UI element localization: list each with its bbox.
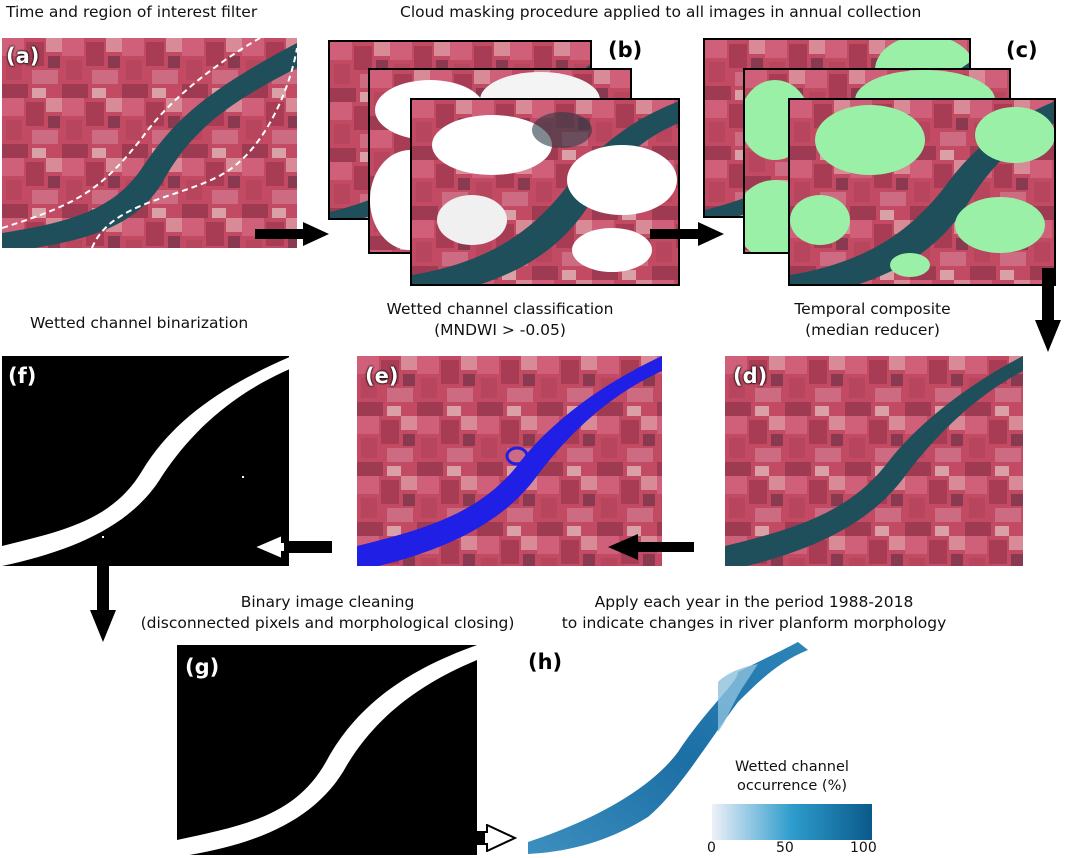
arrow-right-icon bbox=[650, 222, 724, 246]
panel-label-g: (g) bbox=[185, 655, 220, 679]
panel-label-f: (f) bbox=[8, 364, 37, 388]
arrow-right-icon bbox=[255, 222, 329, 246]
panel-f-image: (f) bbox=[2, 356, 289, 566]
caption-h-line2: to indicate changes in river planform mo… bbox=[561, 614, 947, 632]
caption-f: Wetted channel binarization bbox=[30, 314, 249, 332]
caption-a: Time and region of interest filter bbox=[6, 3, 258, 21]
caption-h: Apply each year in the period 1988-2018 … bbox=[553, 592, 955, 634]
caption-e-line1: Wetted channel classification bbox=[386, 300, 614, 318]
caption-d-line1: Temporal composite bbox=[794, 300, 951, 318]
legend-tick-100: 100 bbox=[850, 840, 877, 856]
caption-d-line2: (median reducer) bbox=[805, 321, 940, 339]
panel-d-image: (d) bbox=[725, 356, 1023, 566]
panel-e-image: (e) bbox=[357, 356, 662, 566]
legend-title-line2: occurrence (%) bbox=[736, 778, 848, 794]
caption-b: Cloud masking procedure applied to all i… bbox=[400, 3, 922, 21]
caption-d: Temporal composite (median reducer) bbox=[790, 299, 955, 341]
legend-tick-50: 50 bbox=[776, 840, 794, 856]
panel-label-d: (d) bbox=[733, 364, 768, 388]
arrow-left-outline-icon bbox=[252, 534, 332, 560]
caption-g-line1: Binary image cleaning bbox=[240, 593, 415, 611]
caption-e-line2: (MNDWI > -0.05) bbox=[434, 321, 566, 339]
legend-tick-0: 0 bbox=[707, 840, 716, 856]
arrow-down-icon bbox=[90, 558, 116, 642]
arrow-right-outline-icon bbox=[436, 824, 517, 852]
arrow-left-icon bbox=[608, 534, 694, 560]
arrow-down-icon bbox=[1035, 268, 1061, 352]
panel-label-a: (a) bbox=[6, 44, 40, 68]
caption-g-line2: (disconnected pixels and morphological c… bbox=[140, 614, 515, 632]
panel-h-image: (h) bbox=[528, 642, 818, 854]
caption-e: Wetted channel classification (MNDWI > -… bbox=[380, 299, 620, 341]
panel-g-image: (g) bbox=[177, 645, 477, 855]
panel-label-e: (e) bbox=[365, 364, 399, 388]
caption-g: Binary image cleaning (disconnected pixe… bbox=[135, 592, 520, 634]
panel-label-h: (h) bbox=[528, 650, 563, 674]
panel-c-front-image bbox=[788, 98, 1056, 286]
legend-title: Wetted channel occurrence (%) bbox=[722, 758, 862, 796]
legend-colorbar bbox=[712, 804, 872, 840]
panel-label-b: (b) bbox=[608, 38, 643, 62]
panel-a-image: (a) bbox=[2, 38, 297, 248]
panel-label-c: (c) bbox=[1006, 38, 1038, 62]
legend-title-line1: Wetted channel bbox=[735, 759, 849, 775]
caption-h-line1: Apply each year in the period 1988-2018 bbox=[594, 593, 914, 611]
panel-b-front-image bbox=[410, 98, 680, 286]
